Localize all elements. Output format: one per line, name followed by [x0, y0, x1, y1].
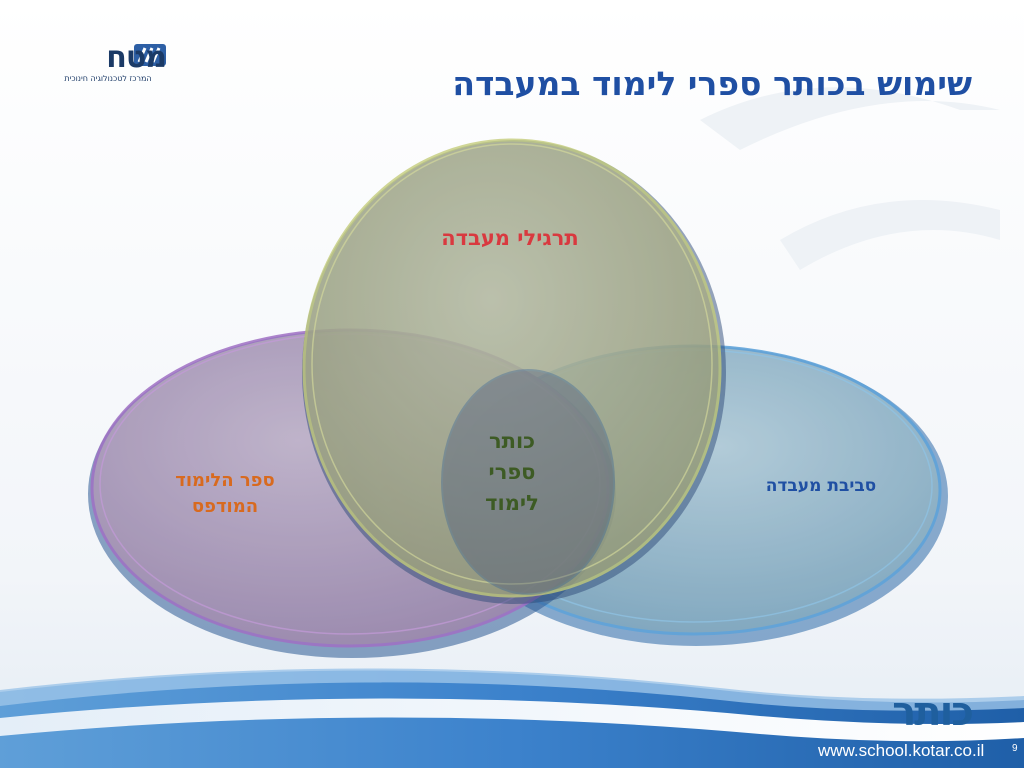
- circle-top: [302, 138, 726, 604]
- label-kotar-line1: כותר: [488, 429, 536, 453]
- circle-center: [441, 369, 615, 595]
- slide-title: שימוש בכותר ספרי לימוד במעבדה: [452, 64, 972, 103]
- label-printed-textbook: ספר הלימוד המודפס: [140, 468, 310, 520]
- label-kotar-textbooks: כותר ספרי לימוד: [452, 426, 572, 519]
- footer-url[interactable]: www.school.kotar.co.il: [818, 741, 985, 760]
- label-lab-exercises: תרגילי מעבדה: [441, 226, 579, 250]
- label-printed-textbook-line1: ספר הלימוד: [175, 470, 275, 491]
- label-kotar-line3: לימוד: [485, 491, 539, 515]
- matach-logo-text: מטח: [106, 40, 167, 75]
- slide-number: 9: [1012, 743, 1018, 754]
- matach-logo-icon: [134, 44, 166, 66]
- label-kotar-line2: ספרי: [488, 460, 536, 484]
- matach-logo-subtitle: המרכז לטכנולוגיה חינוכית: [64, 74, 152, 83]
- label-printed-textbook-line2: המודפס: [191, 496, 259, 517]
- label-lab-environment: סביבת מעבדה: [765, 476, 877, 496]
- kotar-logo: כותר: [892, 689, 974, 735]
